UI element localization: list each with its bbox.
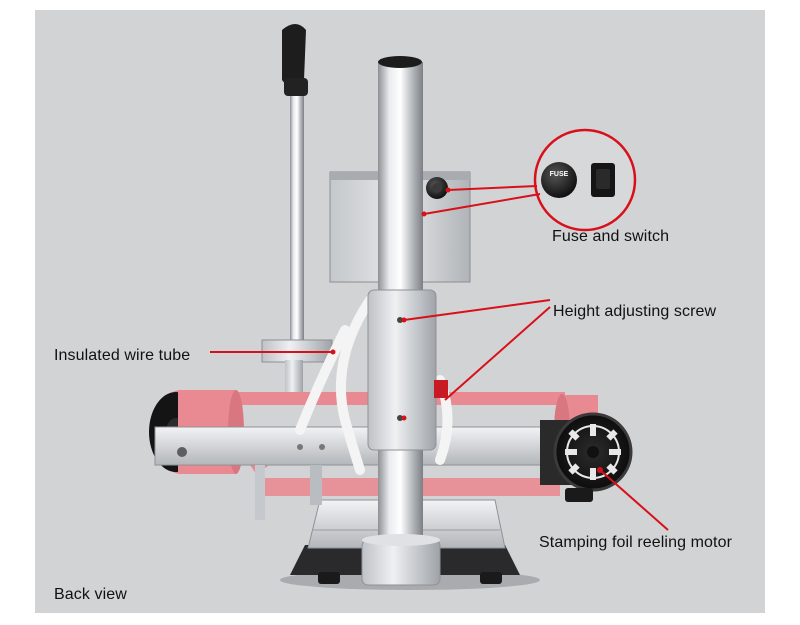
label-insulated-wire-tube: Insulated wire tube	[54, 347, 191, 364]
annotation-lines	[210, 185, 669, 531]
label-back-view: Back view	[54, 586, 127, 603]
annotation-dots	[330, 187, 603, 473]
horizontal-frame-arm	[154, 426, 576, 520]
column-foot	[361, 534, 441, 586]
label-height-adjusting-screw: Height adjusting screw	[553, 303, 717, 320]
fuse-switch-inset: FUSE	[533, 128, 637, 232]
fuse-cap-text: FUSE	[550, 171, 569, 178]
height-adjust-block	[367, 289, 448, 451]
foil-reeling-motor	[553, 412, 633, 502]
press-lever	[261, 24, 333, 392]
label-fuse-and-switch: Fuse and switch	[552, 228, 670, 245]
label-stamping-foil-reeling-motor: Stamping foil reeling motor	[539, 534, 733, 551]
